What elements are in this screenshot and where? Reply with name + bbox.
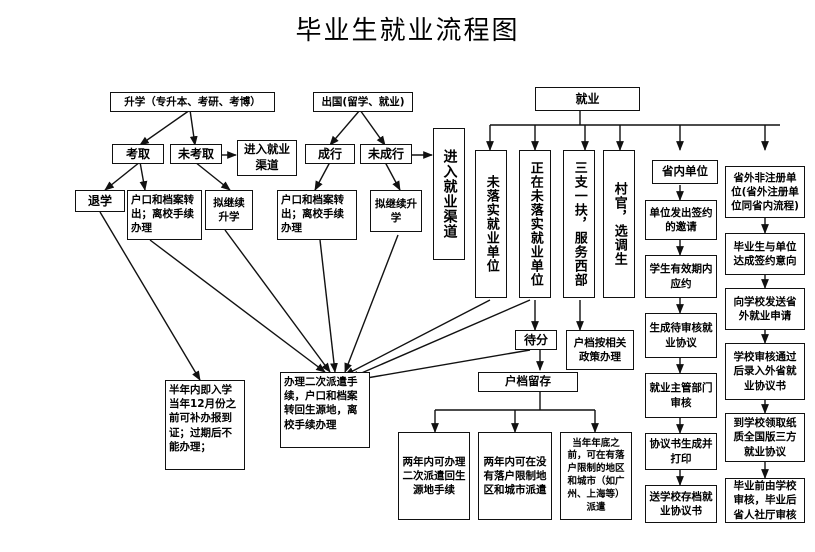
bannian-node: 半年内即入学当年12月份之前可补办报到证；过期后不能办理； — [165, 380, 245, 470]
study-node: 升学（专升本、考研、考博） — [110, 92, 275, 112]
liangnian-a-node: 两年内可办理二次派遣回生源地手续 — [398, 432, 470, 520]
chengxing-node: 成行 — [305, 144, 355, 164]
shengcheng-node: 生成待审核就业协议 — [645, 313, 717, 358]
dachengyi-node: 毕业生与单位达成签约意向 — [725, 233, 805, 275]
kaoqu-node: 考取 — [112, 144, 164, 164]
weichengxing-node: 未成行 — [360, 144, 412, 164]
zhuguan-node: 就业主管部门审核 — [645, 373, 717, 418]
lingqu-node: 到学校领取纸质全国版三方就业协议 — [725, 413, 805, 462]
zhengzai-node: 正在未落实就业单位 — [519, 150, 551, 298]
page-title: 毕业生就业流程图 — [295, 16, 520, 46]
shengwai-node: 省外非注册单位(省外注册单位同省内流程) — [725, 166, 805, 218]
tuixue-node: 退学 — [75, 190, 125, 212]
songxuexiao-node: 送学校存档就业协议书 — [645, 485, 717, 523]
hukou-abroad-node: 户口和档案转出；离校手续办理 — [277, 190, 357, 240]
xuexiaoshenhe-node: 学校审核通过后录入外省就业协议书 — [725, 343, 805, 400]
dayin-node: 协议书生成并打印 — [645, 433, 717, 470]
hudang-node: 户档留存 — [478, 372, 578, 392]
weiluoshi-node: 未落实就业单位 — [475, 150, 507, 298]
employ-node: 就业 — [535, 87, 640, 111]
banli-node: 办理二次派遣手续，户口和档案转回生源地，离校手续办理 — [280, 372, 370, 448]
shengnei-node: 省内单位 — [652, 160, 718, 184]
biyeqian-node: 毕业前由学校审核，毕业后省人社厅审核 — [725, 478, 805, 523]
hukou-study-node: 户口和档案转出；离校手续办理 — [127, 190, 202, 240]
abroad-node: 出国(留学、就业) — [313, 92, 413, 112]
dangnian-node: 当年年底之前，可在有落户限制的地区和城市（如广州、上海等）派遣 — [560, 432, 632, 520]
sanzhi-node: 三支一扶，服务西部 — [563, 150, 595, 298]
enter-channel-abroad-node: 进入就业渠道 — [433, 128, 465, 260]
weikaoqu-node: 未考取 — [170, 144, 222, 164]
nijixu-study-node: 拟继续升学 — [205, 190, 253, 230]
faqian-node: 单位发出签约的邀请 — [645, 200, 717, 240]
xuesheng-node: 学生有效期内应约 — [645, 255, 717, 298]
huandang-policy-node: 户档按相关政策办理 — [566, 330, 634, 370]
xuexiaofasong-node: 向学校发送省外就业申请 — [725, 288, 805, 330]
daifen-node: 待分 — [515, 330, 557, 350]
enter-channel-study-node: 进入就业渠道 — [237, 140, 297, 176]
nijixu-abroad-node: 拟继续升学 — [370, 190, 422, 232]
cunguan-node: 村官，选调生 — [603, 150, 635, 298]
liangnian-b-node: 两年内可在没有落户限制地区和城市派遣 — [478, 432, 552, 520]
